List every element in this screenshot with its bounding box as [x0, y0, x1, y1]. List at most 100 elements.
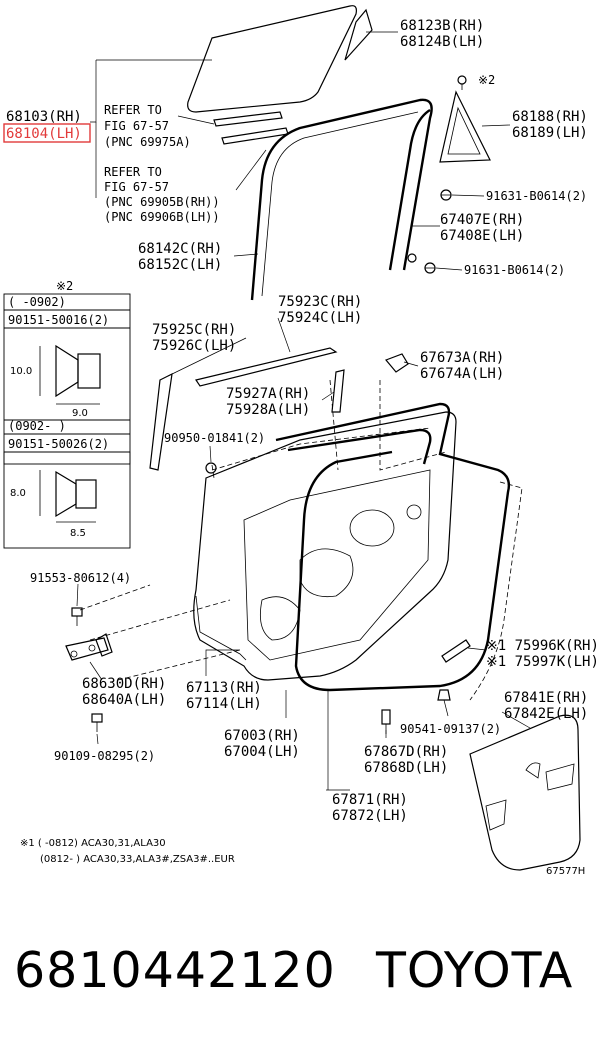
hidden-line-8 — [211, 464, 215, 479]
door-inner-panel — [243, 469, 431, 661]
clip-drawing-small — [39, 470, 97, 523]
clip-icon-90950 — [205, 462, 217, 474]
service-hole-1 — [299, 548, 354, 598]
speaker-opening — [349, 509, 395, 547]
table-row1-dim-w: 9.0 — [72, 408, 88, 419]
refer2-line2: FIG 67-57 — [104, 180, 169, 194]
label-68640-lh: 68640A(LH) — [82, 692, 166, 708]
label-75925-rh: 75925C(RH) — [152, 322, 236, 338]
label-67674-lh: 67674A(LH) — [420, 366, 504, 382]
label-68103-rh: 68103(RH) — [6, 109, 82, 125]
hidden-line-3 — [379, 380, 447, 471]
label-67871-rh: 67871(RH) — [332, 792, 408, 808]
label-67841-rh: 67841E(RH) — [504, 690, 588, 706]
screw-icon-lower — [424, 262, 436, 274]
label-67868-lh: 67868D(LH) — [364, 760, 448, 776]
hidden-line-4 — [469, 481, 523, 701]
table-row2-range: (0902- ) — [8, 419, 66, 433]
label-67842-lh: 67842E(LH) — [504, 706, 588, 722]
label-90109: 90109-08295(2) — [54, 749, 155, 763]
brand-name: TOYOTA — [376, 942, 574, 999]
hidden-line-2 — [329, 379, 339, 471]
label-68123-lh: 68124B(LH) — [400, 34, 484, 50]
division-bar-shape — [388, 108, 431, 271]
service-seal-inner-2 — [545, 763, 575, 791]
table-row1-part: 90151-50016(2) — [8, 313, 109, 327]
weatherstrip-shape — [275, 402, 511, 692]
leader-lines — [76, 31, 531, 791]
table-row2-part: 90151-50026(2) — [8, 437, 109, 451]
label-75926-lh: 75926C(LH) — [152, 338, 236, 354]
label-67003-rh: 67003(RH) — [224, 728, 300, 744]
clip-icon-90541 — [437, 689, 451, 701]
table-row1-range: ( -0902) — [8, 295, 66, 309]
glass-run-shape — [250, 98, 433, 301]
door-outer-edge — [195, 595, 247, 661]
label-91631-upper: 91631-B0614(2) — [486, 189, 587, 203]
label-68142-rh: 68142C(RH) — [138, 241, 222, 257]
clip-drawing-large — [39, 344, 101, 405]
hidden-line-5 — [89, 599, 231, 641]
door-outer-panel — [193, 411, 457, 681]
label-67673-rh: 67673A(RH) — [420, 350, 504, 366]
refer1-line1: REFER TO — [104, 103, 162, 117]
label-68123-rh: 68123B(RH) — [400, 18, 484, 34]
label-68188-rh: 68188(RH) — [512, 109, 588, 125]
mark2-top: ※2 — [478, 73, 495, 87]
table-mark2: ※2 — [56, 279, 73, 293]
service-seal-inner — [485, 799, 507, 831]
bolt-icon-90109 — [91, 713, 103, 732]
quarter-glass-shape — [344, 8, 373, 61]
label-75997-lh: ※1 75997K(LH) — [486, 654, 599, 670]
service-hole-2 — [259, 596, 301, 641]
rear-moulding-shape — [331, 369, 345, 413]
table-row1-dim-h: 10.0 — [10, 366, 32, 377]
service-hole-3 — [406, 504, 422, 520]
table-row2-dim-w: 8.5 — [70, 528, 86, 539]
label-67867-rh: 67867D(RH) — [364, 744, 448, 760]
refer2-line4: (PNC 69906B(LH)) — [104, 210, 220, 224]
service-seal-inner-3 — [525, 762, 541, 779]
bolt-icon-91553 — [71, 607, 83, 626]
service-seal-shape — [469, 714, 581, 871]
label-91631-lower: 91631-B0614(2) — [464, 263, 565, 277]
refer2-line3: (PNC 69905B(RH)) — [104, 195, 220, 209]
hidden-line-7 — [79, 584, 151, 611]
label-75996-rh: ※1 75996K(RH) — [486, 638, 599, 654]
label-75928-lh: 75928A(LH) — [226, 402, 310, 418]
footnote-line1: ※1 ( -0812) ACA30,31,ALA30 — [20, 838, 166, 849]
label-67408-lh: 67408E(LH) — [440, 228, 524, 244]
footnote-line2: (0812- ) ACA30,33,ALA3#,ZSA3#..EUR — [40, 854, 235, 865]
label-68152-lh: 68152C(LH) — [138, 257, 222, 273]
belt-moulding-shape — [195, 347, 338, 387]
clip-icon-top — [457, 75, 467, 90]
label-68189-lh: 68189(LH) — [512, 125, 588, 141]
refer1-line3: (PNC 69975A) — [104, 135, 191, 149]
pillar-moulding-shape — [149, 372, 173, 471]
highlight-box — [3, 123, 91, 143]
hidden-line-6 — [117, 649, 241, 681]
label-67872-lh: 67872(LH) — [332, 808, 408, 824]
label-90950: 90950-01841(2) — [164, 431, 265, 445]
label-67113-rh: 67113(RH) — [186, 680, 262, 696]
refer1-line2: FIG 67-57 — [104, 119, 169, 133]
label-68104-lh: 68104(LH) — [6, 126, 82, 142]
hinge-icon — [65, 633, 113, 661]
bracket-shape — [384, 353, 409, 373]
label-75927-rh: 75927A(RH) — [226, 386, 310, 402]
glass-run-inner — [261, 111, 419, 297]
quarter-frame-inner — [447, 106, 481, 155]
door-glass-shape — [187, 5, 357, 113]
refer2-line1: REFER TO — [104, 165, 162, 179]
label-68630-rh: 68630D(RH) — [82, 676, 166, 692]
figure-code: 67577H — [546, 866, 585, 877]
glass-channel-upper — [213, 111, 283, 127]
side-table — [3, 293, 131, 549]
pad-shape-75996 — [441, 639, 471, 663]
screw-icon-upper — [440, 189, 452, 201]
hidden-line-1 — [211, 427, 431, 471]
label-75923-rh: 75923C(RH) — [278, 294, 362, 310]
label-75924-lh: 75924C(LH) — [278, 310, 362, 326]
label-67114-lh: 67114(LH) — [186, 696, 262, 712]
